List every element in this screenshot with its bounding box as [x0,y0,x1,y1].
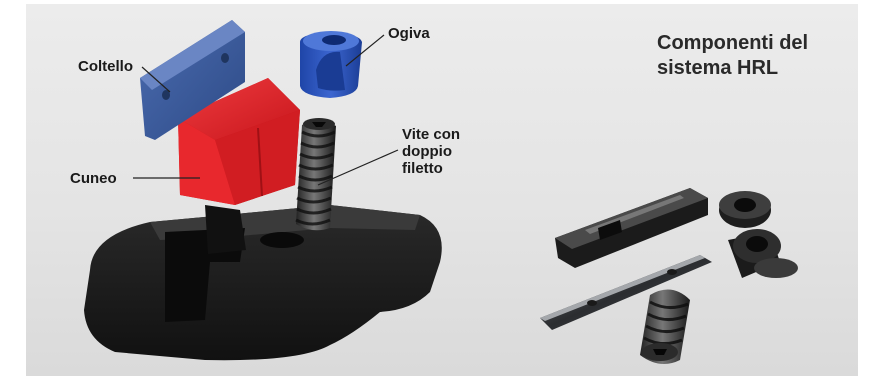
wedge-cuneo [178,78,300,254]
flanged-nut-bottom [728,229,798,278]
ogive-ogiva [300,31,362,98]
leader-lines [133,34,399,186]
title-line2: sistema HRL [657,57,779,79]
component-photo [540,188,798,364]
label-vite: Vite con doppio filetto [402,126,460,177]
diagram-title: Componenti del sistema HRL [657,31,808,81]
insert-holder-bar [555,188,708,268]
label-vite-line1: Vite con [402,126,461,143]
title-line1: Componenti del [657,32,809,54]
double-thread-screw [295,118,336,231]
blade-coltello [140,20,245,140]
label-vite-line3: filetto [402,160,443,177]
label-cuneo: Cuneo [70,170,117,187]
label-vite-line2: doppio [402,143,452,160]
small-screw [640,289,690,364]
flanged-nut-top [719,191,771,228]
label-coltello: Coltello [78,58,133,75]
holder-body [84,205,442,361]
flat-insert-blade [540,255,712,330]
label-ogiva: Ogiva [388,25,430,42]
